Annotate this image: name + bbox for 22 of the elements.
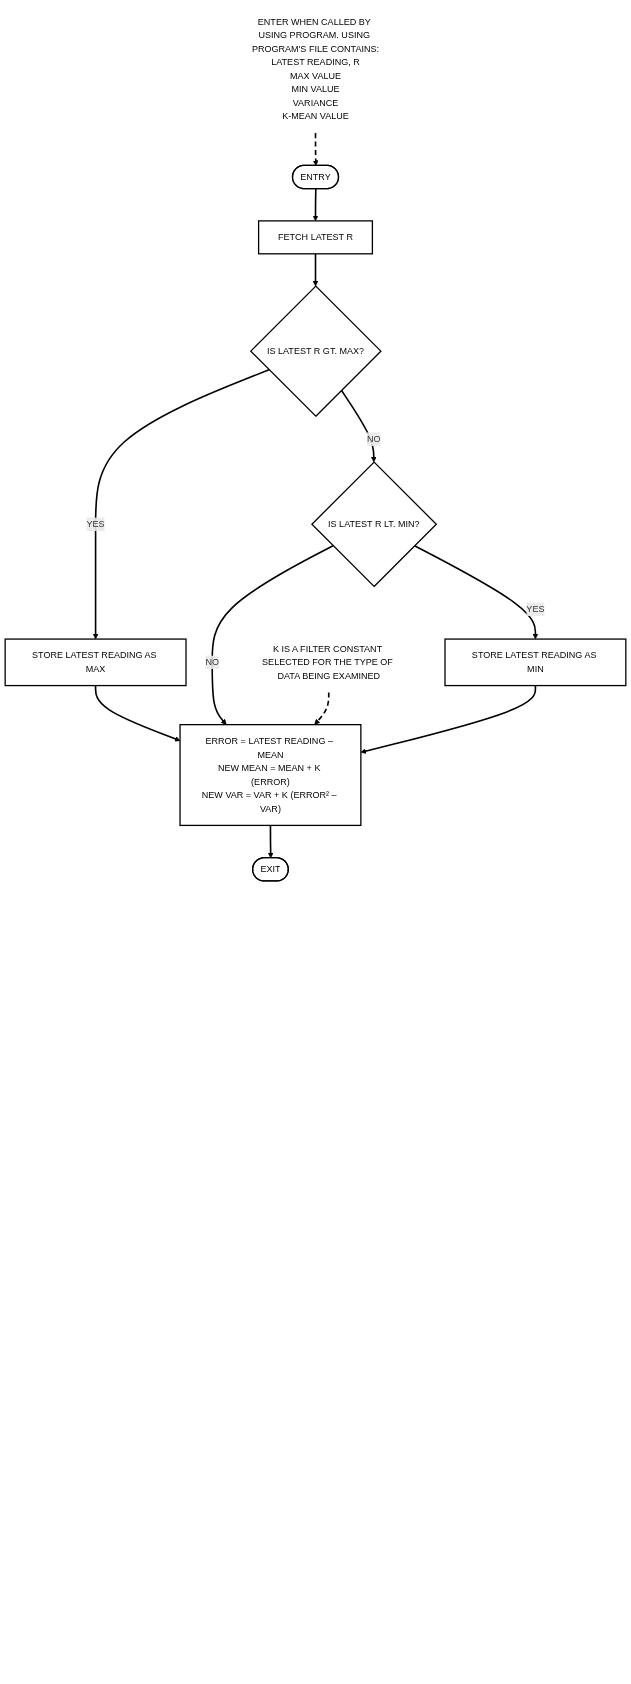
arrow [267,824,274,859]
arrow [211,544,334,725]
edge-label: NO [205,656,219,668]
arrow [312,188,319,222]
edge-label: NO [367,433,381,444]
arrow [312,132,319,166]
node-text: K IS A FILTER CONSTANT SELECTED FOR THE TYPE OF DATA BEING EXAMINED [262,643,393,681]
arrow [92,368,270,640]
arrow [314,691,330,725]
arrow [413,544,539,640]
arrow [360,684,537,754]
node-box: FETCH LATEST R [257,220,374,255]
node-diamond: IS LATEST R LT. MIN? [311,461,438,588]
node-text: ENTER WHEN CALLED BY USING PROGRAM. USING PROGRAM'S FILE CONTAINS: LATEST READING, R MAX VALUE MIN VALUE VARIANCE K-MEAN VALUE [251,16,380,122]
node-box: STORE LATEST READING AS MAX [4,638,187,687]
node-diamond: IS LATEST R GT. MAX? [249,285,382,418]
edge-label: YES [526,603,545,615]
arrow [94,684,181,742]
node-box: ERROR = LATEST READING – MEAN NEW MEAN = MEAN + K (ERROR) NEW VAR = VAR + K (ERROR² – VAR) [179,724,362,827]
edge-label: YES [86,518,105,530]
arrow [312,253,319,287]
node-box: STORE LATEST READING AS MIN [444,638,627,687]
